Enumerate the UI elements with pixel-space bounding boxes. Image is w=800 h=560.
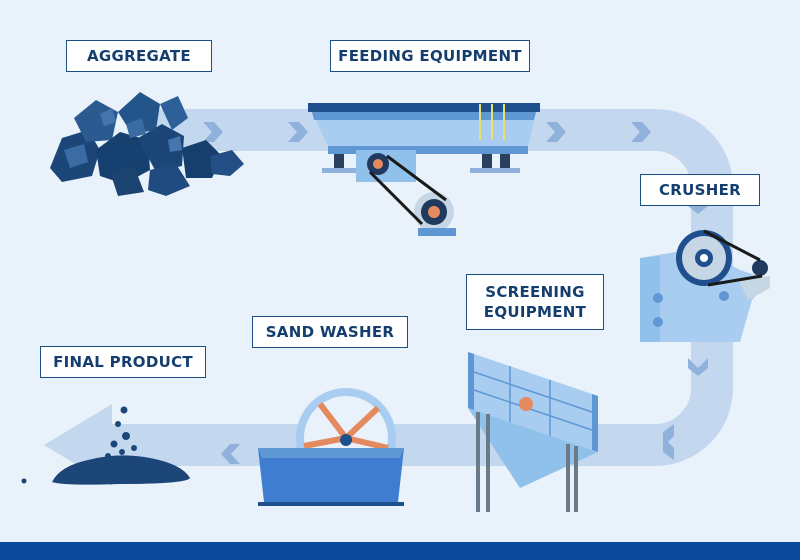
stage-label-screening-line2: EQUIPMENT	[483, 303, 587, 321]
stage-label-aggregate-text: AGGREGATE	[87, 47, 191, 65]
stage-label-feeding-text: FEEDING EQUIPMENT	[338, 47, 522, 65]
final-product-pile-icon	[21, 406, 190, 485]
stage-label-sand-washer: SAND WASHER	[252, 316, 408, 348]
stage-label-sand-washer-text: SAND WASHER	[265, 323, 395, 341]
aggregate-rocks-icon	[50, 92, 244, 196]
flow-direction-arrow-icon	[203, 122, 708, 464]
stage-label-final-product: FINAL PRODUCT	[40, 346, 206, 378]
jaw-crusher-icon	[640, 229, 770, 342]
stage-label-aggregate: AGGREGATE	[66, 40, 212, 72]
vibrating-feeder-icon	[308, 103, 540, 236]
stage-label-crusher-text: CRUSHER	[659, 181, 741, 199]
stage-label-crusher: CRUSHER	[640, 174, 760, 206]
stage-label-screening-line1: SCREENING	[485, 283, 585, 301]
bottom-bar	[0, 542, 800, 560]
wheel-sand-washer-icon	[258, 388, 404, 506]
vibrating-screen-icon	[467, 352, 599, 512]
stage-label-final-product-text: FINAL PRODUCT	[53, 353, 193, 371]
stage-label-screening-equipment: SCREENING EQUIPMENT	[466, 274, 604, 330]
stage-label-feeding-equipment: FEEDING EQUIPMENT	[330, 40, 530, 72]
